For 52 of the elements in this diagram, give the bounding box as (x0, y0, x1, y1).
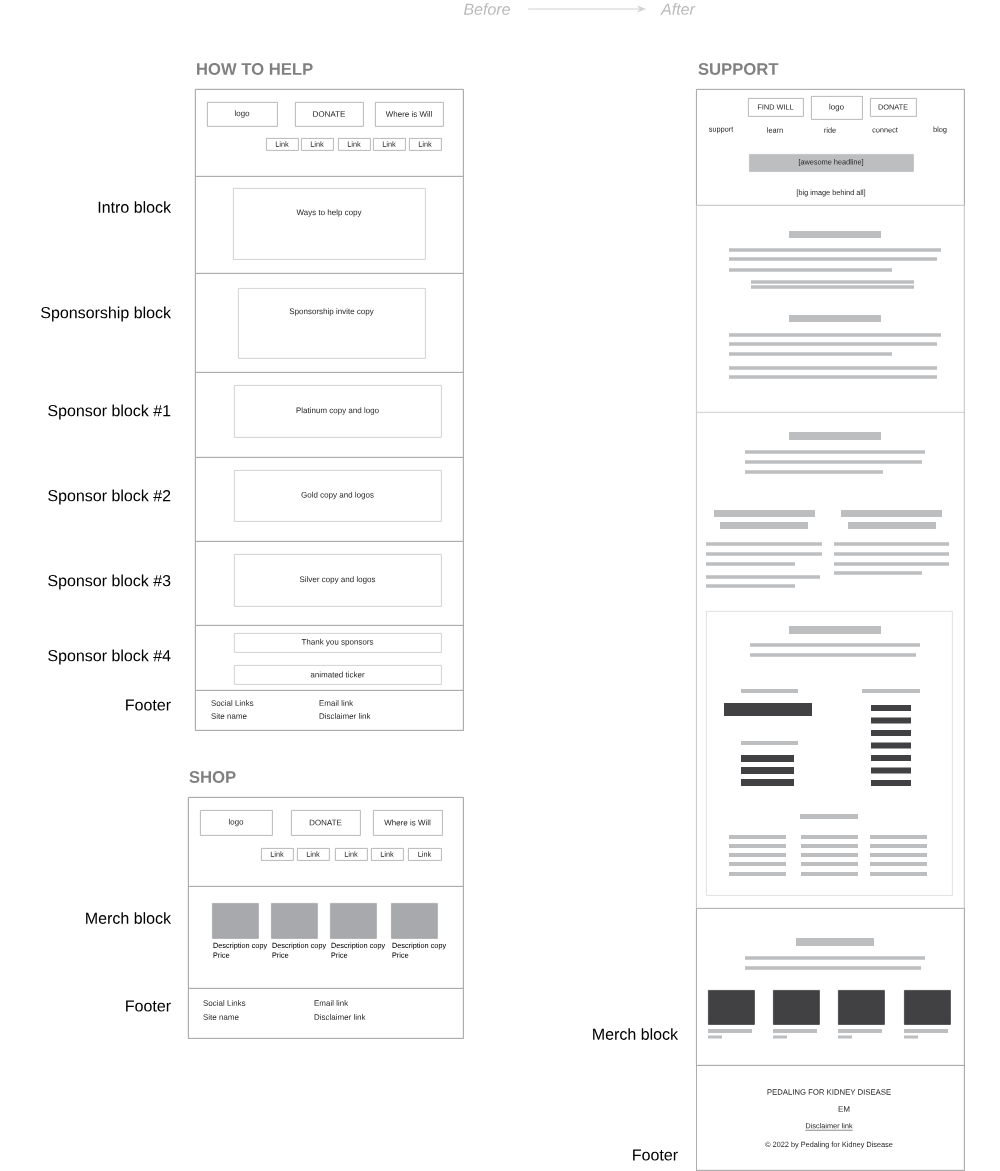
image-placeholder (773, 990, 820, 1025)
section-label: Footer (633, 1149, 678, 1161)
placeholder-box: DONATE (295, 102, 364, 127)
placeholder-box: Platinum copy and logo (234, 385, 442, 438)
caption-text: Before (463, 3, 510, 15)
page-section (195, 541, 464, 626)
page-section (696, 205, 965, 413)
node-label: HOW TO HELP (197, 63, 313, 75)
page-section (195, 625, 464, 691)
placeholder-box: Thank you sponsors (234, 633, 442, 653)
section-label: Sponsor block #3 (48, 574, 171, 590)
section-label: Intro block (98, 201, 172, 213)
section-label: Sponsor block #2 (48, 489, 171, 505)
node-label: SUPPORT (698, 63, 779, 75)
image-placeholder (391, 903, 438, 939)
page-section (188, 797, 464, 887)
image-placeholder (904, 990, 951, 1025)
caption-text: After (660, 3, 696, 15)
page-section (195, 273, 464, 373)
placeholder-box: logo (200, 810, 273, 836)
page-section (195, 89, 464, 177)
section-label: Footer (126, 699, 171, 711)
placeholder-box: animated ticker (234, 665, 442, 685)
placeholder-box: Where is Will (375, 102, 444, 127)
placeholder-box: Silver copy and logos (234, 554, 442, 607)
page-section (188, 886, 464, 989)
placeholder-box: Ways to help copy (233, 188, 426, 260)
image-placeholder (708, 990, 755, 1025)
section-label: Merch block (86, 912, 172, 924)
page-section (195, 457, 464, 542)
image-placeholder (212, 903, 259, 939)
section-label: Footer (126, 1000, 171, 1012)
image-placeholder (330, 903, 377, 939)
section-label: Sponsor block #1 (48, 404, 171, 420)
page-section (195, 372, 464, 458)
footer-section: Social Links Site name Email link Disclaimer link (195, 690, 464, 731)
content-card (706, 611, 953, 896)
page-section (195, 176, 464, 274)
placeholder-box: Where is Will (373, 810, 443, 836)
image-placeholder (838, 990, 885, 1025)
placeholder-box: Gold copy and logos (234, 470, 442, 522)
placeholder-box: DONATE (291, 810, 361, 836)
node-label: SHOP (189, 771, 236, 783)
footer-section: Social Links Site name Email link Disclaimer link (188, 988, 464, 1039)
placeholder-box: logo (811, 96, 863, 120)
page-section (696, 908, 965, 1066)
section-label: Merch block (593, 1028, 679, 1040)
image-placeholder (271, 903, 318, 939)
placeholder-box: Sponsorship invite copy (238, 288, 426, 359)
section-label: Sponsorship block (41, 306, 172, 322)
section-label: Sponsor block #4 (48, 649, 171, 665)
placeholder-box: logo (207, 102, 278, 127)
